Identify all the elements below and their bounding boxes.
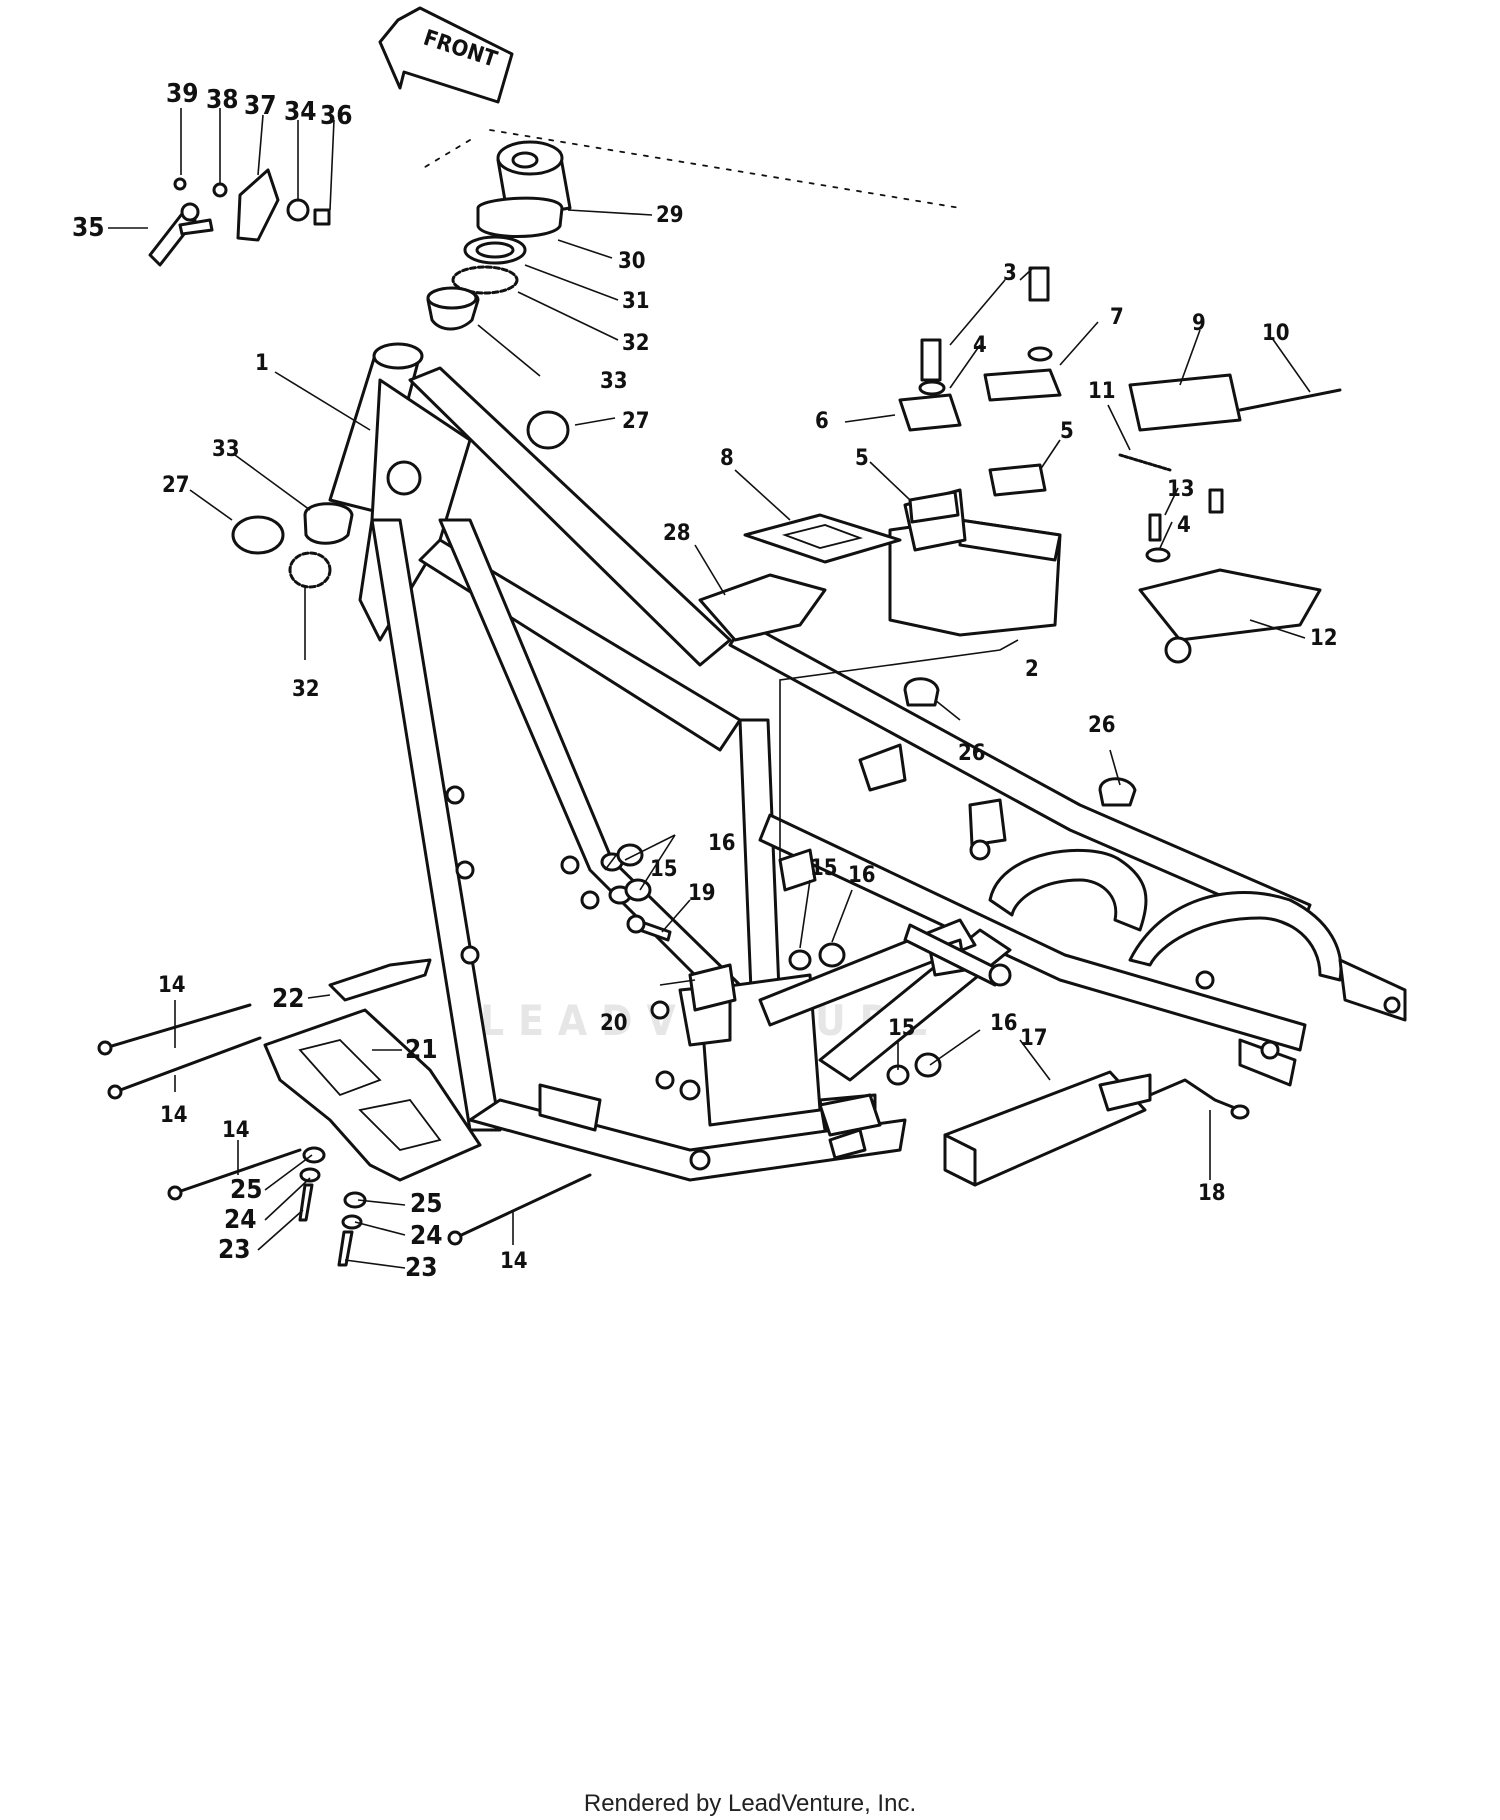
callout-34: 34 [284,97,317,127]
alignment-lines [419,129,961,209]
callout-28: 28 [663,521,691,546]
callout-13: 13 [1167,477,1195,502]
callout-23-left: 23 [218,1235,251,1265]
callout-8: 8 [720,446,734,471]
callout-29: 29 [656,203,684,228]
lower-parts [97,843,1250,1267]
callout-39: 39 [166,79,199,109]
callout-14-d: 14 [500,1249,528,1274]
callout-27-right: 27 [622,409,650,434]
callout-24-right: 24 [410,1221,443,1251]
callout-30: 30 [618,249,646,274]
callout-32-top: 32 [622,331,650,356]
callout-19: 19 [688,881,716,906]
callout-33-top: 33 [600,369,628,394]
callout-26-right: 26 [1088,713,1116,738]
callout-22: 22 [272,984,305,1014]
callout-21: 21 [405,1035,438,1065]
callout-38: 38 [206,85,239,115]
callout-25-left: 25 [230,1175,263,1205]
callout-14-c: 14 [222,1118,250,1143]
callout-9: 9 [1192,311,1206,336]
callout-31: 31 [622,289,650,314]
callout-1: 1 [255,351,269,376]
callout-7: 7 [1110,305,1124,330]
callout-5-right: 5 [1060,419,1074,444]
callout-3: 3 [1003,261,1017,286]
callout-14-a: 14 [158,973,186,998]
callout-5-left: 5 [855,446,869,471]
callout-18: 18 [1198,1181,1226,1206]
callout-15-upper: 15 [650,857,678,882]
callout-10: 10 [1262,321,1290,346]
leader-lines [108,108,1311,1269]
callout-15-mid: 15 [810,856,838,881]
main-frame [328,342,1407,1182]
callout-6: 6 [815,409,829,434]
callout-14-b: 14 [160,1103,188,1128]
callout-36: 36 [320,101,353,131]
callout-11: 11 [1088,379,1116,404]
front-direction-arrow: FRONT [378,6,514,104]
callout-4-right: 4 [1177,513,1191,538]
callout-25-right: 25 [410,1189,443,1219]
callout-17: 17 [1020,1026,1048,1051]
callout-4-top: 4 [973,333,987,358]
callout-labels: 35 39 38 37 34 36 29 30 31 32 33 27 1 33… [72,79,1338,1283]
callout-32-left: 32 [292,677,320,702]
battery-box-parts [698,266,1342,807]
callout-16-low: 16 [990,1011,1018,1036]
callout-27-left: 27 [162,473,190,498]
callout-24-left: 24 [224,1205,257,1235]
steering-stem-parts [231,140,572,589]
callout-35: 35 [72,213,105,243]
callout-15-low: 15 [888,1016,916,1041]
footer-credit: Rendered by LeadVenture, Inc. [583,1790,917,1817]
callout-20: 20 [600,1011,628,1036]
callout-2: 2 [1025,657,1039,682]
callout-16-upper: 16 [708,831,736,856]
callout-37: 37 [244,91,277,121]
callout-33-left: 33 [212,437,240,462]
callout-16-mid: 16 [848,863,876,888]
callout-26-mid: 26 [958,741,986,766]
callout-23-right: 23 [405,1253,438,1283]
ignition-switch-parts [148,168,331,267]
callout-12: 12 [1310,626,1338,651]
